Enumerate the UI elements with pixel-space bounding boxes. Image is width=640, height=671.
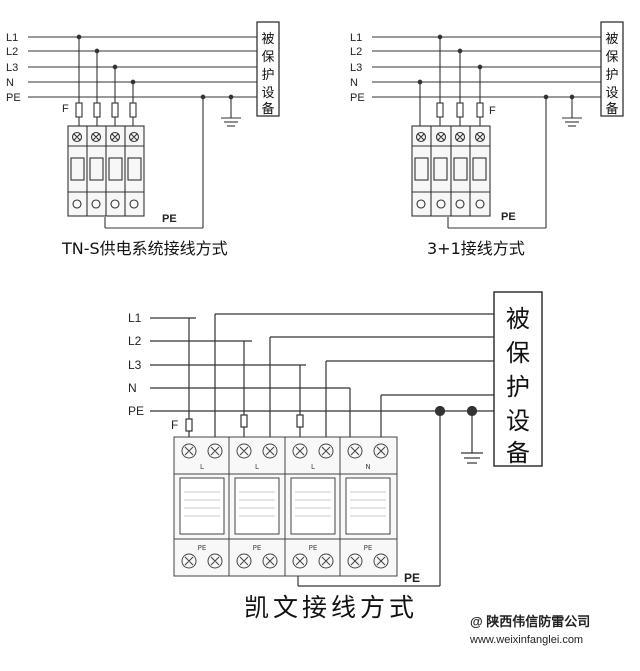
kw-equipment-char-5: 备 — [506, 439, 530, 467]
kw-spd-block — [173, 436, 398, 577]
kw-module-mark-3: L — [311, 463, 315, 471]
kw-module-mark-4: N — [365, 463, 370, 471]
kw-module-pe-3: PE — [309, 544, 318, 552]
tpo-spd-block — [411, 125, 491, 217]
diagram-three-plus-one — [372, 21, 624, 229]
watermark: @ 陕西伟信防雷公司 www.weixinfanglei.com — [469, 614, 590, 646]
tns-equipment-char-4: 设 — [261, 86, 274, 101]
kw-equipment-char-1: 被 — [506, 305, 530, 333]
kw-pe-label: PE — [404, 571, 420, 585]
kw-module-mark-2: L — [255, 463, 259, 471]
kw-labels: L1 L2 L3 N PE F PE L L L N PE PE PE PE 被… — [128, 305, 530, 622]
tpo-fuse-label: F — [489, 105, 496, 117]
kw-module-mark-1: L — [200, 463, 204, 471]
tns-label-l3: L3 — [6, 62, 18, 74]
kw-equipment-char-2: 保 — [506, 339, 530, 367]
tpo-caption: 3+1接线方式 — [427, 239, 525, 258]
kw-fuse-label: F — [171, 418, 178, 432]
kw-equipment-char-3: 护 — [506, 373, 530, 401]
tpo-labels: L1 L2 L3 N PE F PE 被 保 护 设 备 3+1接线方式 — [350, 32, 619, 258]
tpo-label-l3: L3 — [350, 62, 362, 74]
kw-module-pe-2: PE — [253, 544, 262, 552]
kw-label-n: N — [128, 381, 137, 395]
tns-equipment-box — [256, 21, 280, 117]
tns-label-pe: PE — [6, 92, 21, 104]
kw-module-pe-1: PE — [198, 544, 207, 552]
kw-label-l1: L1 — [128, 311, 142, 325]
kw-equipment-box — [493, 291, 543, 467]
tpo-label-pe: PE — [350, 92, 365, 104]
tpo-equipment-char-2: 保 — [605, 50, 618, 65]
tpo-equipment-char-4: 设 — [605, 86, 618, 101]
tns-fuse-label: F — [62, 103, 69, 115]
tns-label-n: N — [6, 77, 14, 89]
tns-label-l1: L1 — [6, 32, 18, 44]
tns-label-l2: L2 — [6, 46, 18, 58]
kw-label-pe: PE — [128, 404, 144, 418]
kw-caption: 凯文接线方式 — [244, 593, 418, 622]
tpo-equipment-box — [600, 21, 624, 117]
tpo-pe-label: PE — [501, 211, 516, 223]
tns-labels: L1 L2 L3 N PE F PE 被 保 护 设 备 TN-S供电系统接线方… — [6, 32, 275, 258]
tns-equipment-char-3: 护 — [261, 68, 274, 83]
tpo-equipment-char-3: 护 — [605, 68, 618, 83]
kw-label-l3: L3 — [128, 358, 142, 372]
watermark-url: www.weixinfanglei.com — [469, 634, 583, 646]
diagram-tns — [28, 21, 280, 229]
tns-equipment-char-1: 被 — [261, 32, 274, 47]
tpo-equipment-char-1: 被 — [605, 32, 618, 47]
tns-equipment-char-5: 备 — [261, 101, 274, 117]
tpo-label-n: N — [350, 77, 358, 89]
tpo-label-l1: L1 — [350, 32, 362, 44]
diagram-kaiwen — [150, 291, 543, 587]
tns-caption: TN-S供电系统接线方式 — [61, 239, 228, 258]
kw-module-pe-4: PE — [364, 544, 373, 552]
tpo-equipment-char-5: 备 — [605, 101, 618, 117]
watermark-company: @ 陕西伟信防雷公司 — [470, 614, 590, 629]
tns-spd-block — [67, 125, 145, 217]
tpo-label-l2: L2 — [350, 46, 362, 58]
kw-equipment-char-4: 设 — [506, 407, 530, 435]
tns-pe-label: PE — [162, 213, 177, 225]
kw-label-l2: L2 — [128, 334, 142, 348]
tns-equipment-char-2: 保 — [261, 50, 274, 65]
